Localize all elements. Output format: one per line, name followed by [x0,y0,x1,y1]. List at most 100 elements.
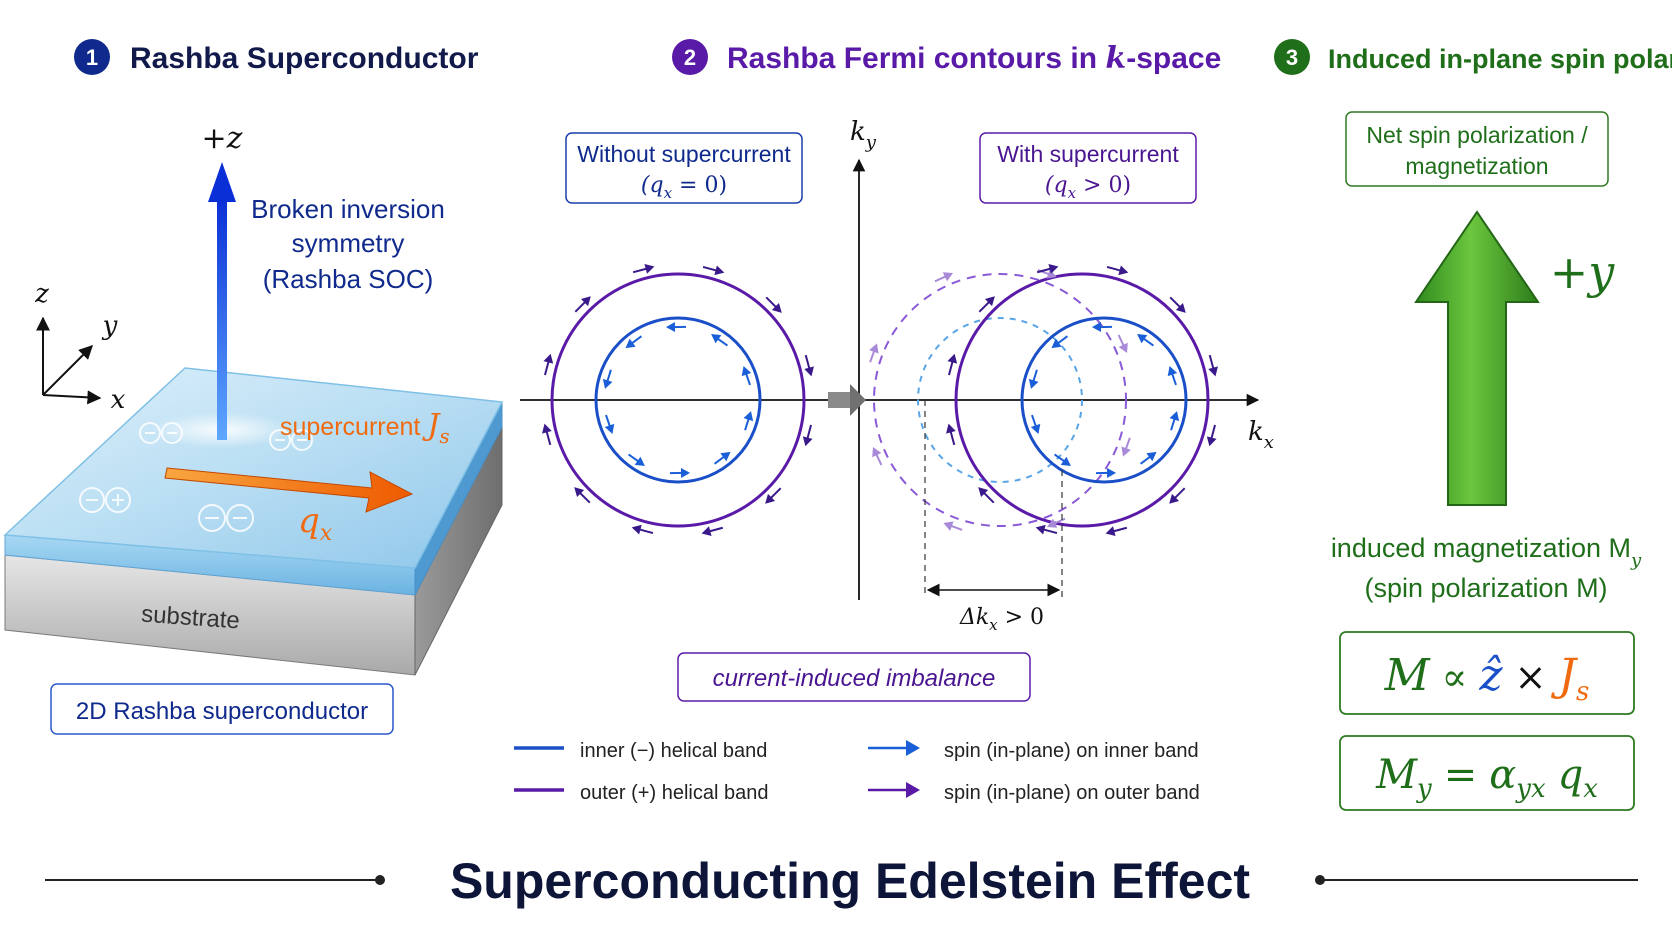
outer-spin-arrow [765,487,782,504]
legend-inner-spin-label: spin (in-plane) on inner band [944,740,1199,762]
inner-spin-arrow [670,467,691,478]
outer-spin-arrow [1169,296,1186,313]
cooper-pair [139,422,183,444]
main-title: Superconducting Edelstein Effect [450,853,1250,909]
cooper-pair [198,504,254,532]
outer-spin-arrow [574,296,591,313]
outer-spin-arrow [701,526,724,536]
outer-spin-arrow [947,353,958,376]
cooper-pair [79,487,131,513]
outer-spin-arrow [1106,265,1129,276]
outer-spin-arrow [543,353,554,376]
panel3-number: 3 [1286,45,1298,70]
inner-spin-arrow [1096,467,1117,478]
right-shifted-outer-contour [954,272,1210,528]
dashed-outer-spin-arrow [869,343,879,363]
rashba-sc-box [50,683,394,735]
equation2-box [1339,735,1635,811]
with-supercurrent-line2: (qx > 0) [1045,173,1131,202]
outer-spin-arrow [978,487,995,504]
inner-spin-arrow [711,334,728,347]
kx-label: kx [1248,417,1274,453]
right-fermi-contours [869,264,1218,598]
supercurrent-label: supercurrent Js [280,408,450,448]
imbalance-box [677,652,1031,702]
panel3: Net spin polarization / magnetization +y… [1331,111,1642,811]
left-fermi-contours [542,264,814,536]
dashed-outer-spin-arrow [934,272,954,283]
inner-spin-arrow [1139,451,1157,465]
outer-spin-arrow [632,264,655,274]
panel1-number: 1 [86,45,98,70]
equation1-box [1339,631,1635,715]
outer-spin-arrow [1036,264,1059,274]
legend-inner-band-label: inner (−) helical band [580,740,767,762]
delta-kx-label: Δkx > 0 [959,605,1044,634]
legend: inner (−) helical band outer (+) helical… [514,740,1200,804]
coordinate-axes [36,316,102,405]
outer-spin-arrow [1206,424,1217,447]
dashed-outer-spin-arrow [1117,334,1128,354]
panel2-number: 2 [684,45,696,70]
net-spin-line2: magnetization [1405,153,1548,179]
cooper-pairs [79,422,313,532]
main-title-row: Superconducting Edelstein Effect [45,853,1638,909]
panel1-title: Rashba Superconductor [130,42,479,75]
ky-label: ky [850,117,877,153]
inner-spin-arrow [1030,414,1041,434]
inner-spin-arrow [1028,369,1039,389]
outer-spin-arrow [1169,487,1186,504]
panel2: ky kx Without supercurrent (qx = 0) With… [514,117,1274,804]
cooper-pair [269,429,313,451]
panel1-header: 1 Rashba Superconductor [74,39,479,75]
inner-spin-arrow [1051,335,1069,349]
equation1: M∝ẑ×Js [1384,650,1590,707]
broken-inversion-line2: symmetry [292,228,405,258]
right-shifted-inner-contour [1020,316,1188,484]
z-arrow [208,162,236,440]
inner-spin-arrow [1091,322,1112,333]
left-spin-arrows [542,264,814,536]
panel3-title: Induced in-plane spin polarization [1328,44,1672,74]
outer-spin-arrow [765,296,782,313]
inner-spin-arrow [1137,334,1154,347]
broken-inversion-line3: (Rashba SOC) [263,264,434,294]
inner-spin-arrow [604,414,615,434]
inner-spin-arrow [665,322,686,333]
outer-spin-arrow [804,354,814,377]
plus-z-label: +z [202,121,243,156]
inner-spin-arrow [713,451,731,465]
inner-spin-arrow [1054,453,1071,466]
axis-y-label: y [102,311,118,341]
outer-spin-arrow [1105,526,1128,536]
transition-arrow [828,384,866,416]
magnetization-arrow [1414,210,1540,506]
induced-magnetization-line1: induced magnetization My [1331,533,1642,571]
outer-spin-arrow [631,524,654,535]
outer-spin-arrow [574,487,591,504]
inner-spin-arrow [743,411,754,431]
plus-y-label: +y [1550,245,1616,299]
inner-spin-arrow [1169,411,1180,431]
film-top-face [3,367,504,569]
supercurrent-arrow [164,467,414,513]
dashed-outer-spin-arrow [1046,517,1066,528]
broken-inversion-line1: Broken inversion [251,194,445,224]
induced-magnetization-line2: (spin polarization M) [1364,573,1607,603]
imbalance-label: current-induced imbalance [713,665,996,692]
legend-outer-spin-label: spin (in-plane) on outer band [944,782,1200,804]
outer-spin-arrow [946,423,956,446]
legend-outer-band-label: outer (+) helical band [580,782,768,804]
net-spin-box [1345,111,1609,187]
q-x-label: qx [298,501,333,546]
panel2-title: Rashba Fermi contours in k-space [727,41,1221,76]
panel1: substrate +z Broken inversion symmetry (… [3,121,504,735]
inner-spin-arrow [741,366,752,386]
outer-spin-arrow [702,265,725,276]
rashba-sc-box-label: 2D Rashba superconductor [76,698,368,725]
without-supercurrent-line2: (qx = 0) [641,173,727,202]
right-spin-arrows [869,264,1218,536]
panel1-number-badge [74,39,110,75]
inner-spin-arrow [628,453,645,466]
with-supercurrent-box [979,132,1197,204]
